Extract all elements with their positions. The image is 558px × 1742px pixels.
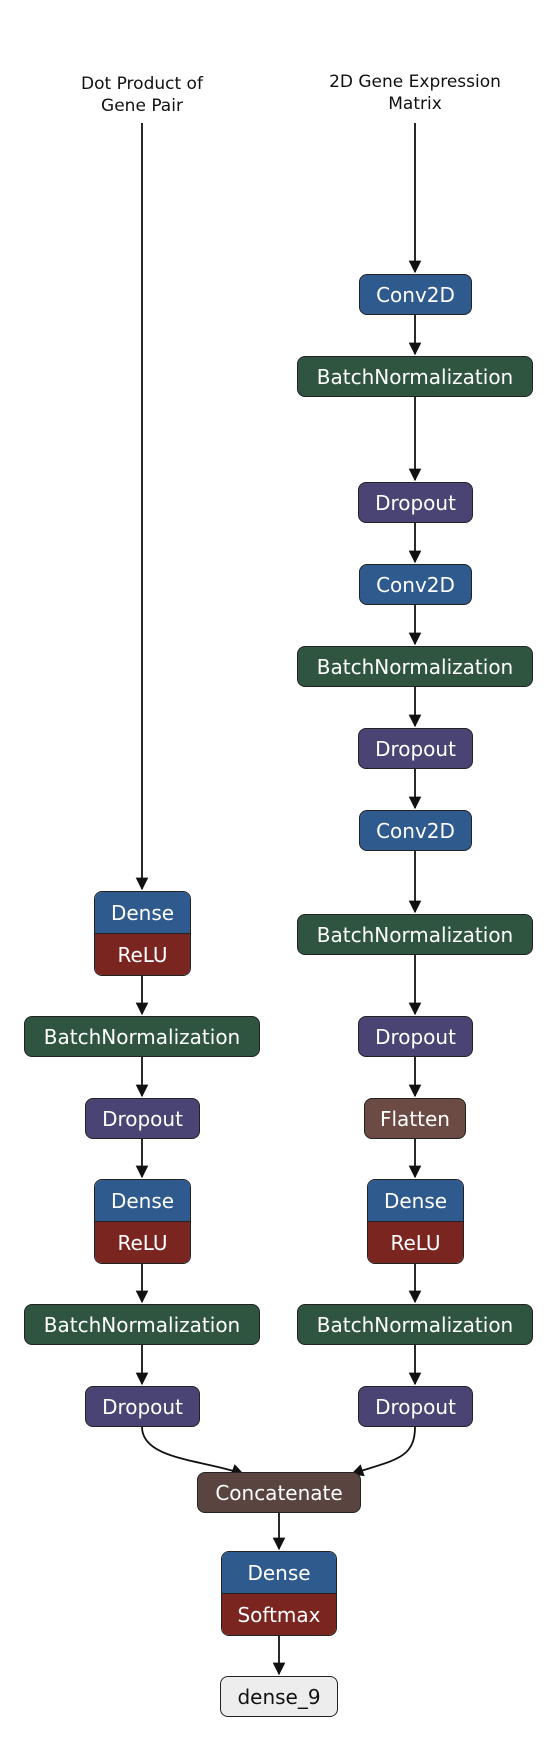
right-batchnorm-node-1: BatchNormalization [297, 356, 533, 397]
right-conv2d-node-1: Conv2D [359, 274, 472, 315]
concatenate-node: Concatenate [197, 1472, 361, 1513]
edge-right-drop-concatenate [350, 1426, 416, 1477]
right-dropout-node-2: Dropout [358, 728, 473, 769]
right-relu-activation: ReLU [368, 1222, 463, 1263]
right-dense-relu-node: Dense ReLU [367, 1179, 464, 1264]
final-softmax-activation: Softmax [222, 1594, 336, 1635]
edge-left-drop-concatenate [141, 1426, 245, 1476]
left-dense-relu-node: Dense ReLU [94, 891, 191, 976]
left-dropout-node-2: Dropout [85, 1386, 200, 1427]
right-dropout-node-3: Dropout [358, 1016, 473, 1057]
left-dropout-node-1: Dropout [85, 1098, 200, 1139]
input-label-expression-matrix: 2D Gene Expression Matrix [329, 72, 501, 114]
right-batchnorm-node-4: BatchNormalization [297, 1304, 533, 1345]
output-node: dense_9 [220, 1676, 338, 1717]
left-batchnorm-node-2: BatchNormalization [24, 1304, 260, 1345]
right-flatten-node: Flatten [364, 1098, 466, 1139]
final-dense-softmax-node: Dense Softmax [221, 1551, 337, 1636]
right-dense-layer: Dense [368, 1180, 463, 1222]
right-conv2d-node-2: Conv2D [359, 564, 472, 605]
right-dropout-node-4: Dropout [358, 1386, 473, 1427]
left-batchnorm-node-1: BatchNormalization [24, 1016, 260, 1057]
right-batchnorm-node-3: BatchNormalization [297, 914, 533, 955]
final-dense-layer: Dense [222, 1552, 336, 1594]
left-relu-activation-2: ReLU [95, 1222, 190, 1263]
left-dense-layer: Dense [95, 892, 190, 934]
left-dense-relu-node-2: Dense ReLU [94, 1179, 191, 1264]
right-dropout-node-1: Dropout [358, 482, 473, 523]
left-dense-layer-2: Dense [95, 1180, 190, 1222]
input-label-gene-pair: Dot Product of Gene Pair [81, 74, 203, 116]
right-conv2d-node-3: Conv2D [359, 810, 472, 851]
left-relu-activation: ReLU [95, 934, 190, 975]
right-batchnorm-node-2: BatchNormalization [297, 646, 533, 687]
